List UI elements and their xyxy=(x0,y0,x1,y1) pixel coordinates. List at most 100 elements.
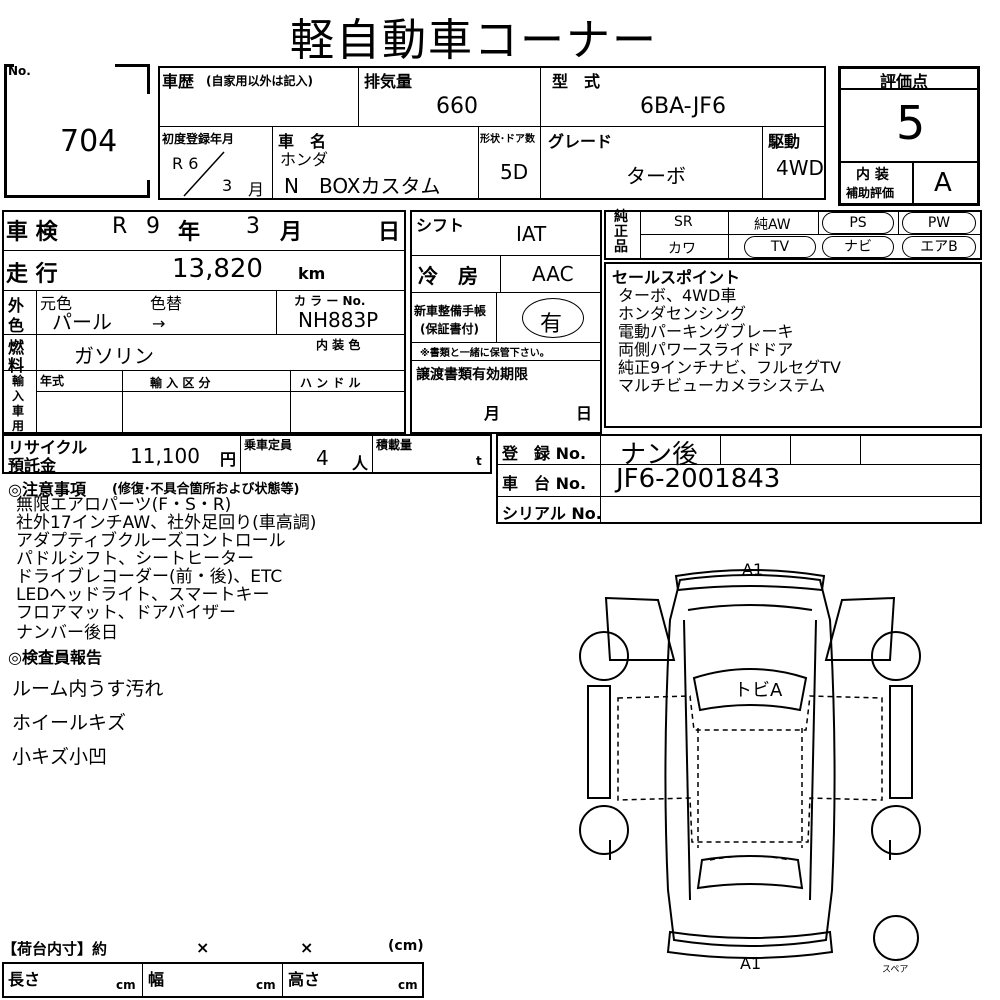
import-side-3: 車 xyxy=(12,404,25,418)
inspector-item: 小キズ小凹 xyxy=(12,746,108,768)
cargo-width-label: 幅 xyxy=(148,970,165,989)
capacity-unit: 人 xyxy=(352,454,369,473)
shift-value: IAT xyxy=(516,222,547,246)
sales-point: ターボ、4WD車 xyxy=(618,286,737,305)
first-reg-label: 初度登録年月 xyxy=(162,132,235,146)
inspection-mileage-grid xyxy=(2,210,406,434)
mileage-label: 走 行 xyxy=(6,262,58,287)
inspection-year: 9 xyxy=(146,214,160,239)
right-front-door xyxy=(824,596,896,661)
car-condition-diagram xyxy=(579,569,921,961)
right-front-tire xyxy=(871,631,921,681)
inspection-month-unit: 月 xyxy=(280,220,303,245)
note-item: LEDヘッドライト、スマートキー xyxy=(16,585,270,605)
drive-label: 駆動 xyxy=(768,132,801,151)
color-change-label: 色替 xyxy=(150,294,183,313)
docs-expiry-label: 譲渡書類有効期限 xyxy=(416,367,528,383)
displacement-label: 排気量 xyxy=(364,72,413,91)
page-title: 軽自動車コーナー xyxy=(290,15,658,66)
car-name-label: 車 名 xyxy=(278,132,327,151)
equip-pw-pill: PW xyxy=(902,212,976,234)
cargo-width-cm: cm xyxy=(256,978,276,992)
sales-point: 電動パーキングブレーキ xyxy=(618,322,794,341)
cargo-x1: × xyxy=(196,938,210,957)
right-rear-tire xyxy=(871,805,921,855)
inspection-era: R xyxy=(112,214,128,239)
first-reg-slash xyxy=(183,151,225,197)
interior-score-label-2: 補助評価 xyxy=(846,186,895,200)
history-label: 車歴 xyxy=(162,72,195,91)
history-note: (自家用以外は記入) xyxy=(206,74,313,88)
color-code-label: カ ラ ー No. xyxy=(294,294,366,308)
import-year-label: 年式 xyxy=(40,374,65,388)
equipment-label: 純正品 xyxy=(614,209,628,255)
equip-sr: SR xyxy=(674,214,693,230)
car-maker: ホンダ xyxy=(280,150,329,169)
inspection-label: 車 検 xyxy=(6,220,58,245)
sales-point: マルチビューカメラシステム xyxy=(618,376,826,395)
sales-point: ホンダセンシング xyxy=(618,304,747,323)
left-rear-tire xyxy=(579,805,629,855)
import-side-2: 入 xyxy=(12,389,25,403)
left-front-tire xyxy=(579,631,629,681)
sales-points-label: セールスポイント xyxy=(612,268,741,287)
displacement-value: 660 xyxy=(436,94,478,119)
diagram-rear-mark: A1 xyxy=(740,954,762,973)
left-front-door xyxy=(604,596,676,661)
registration-label: 登 録 No. xyxy=(502,444,587,463)
note-item: ドライブレコーダー(前・後)、ETC xyxy=(16,567,283,587)
aircon-label: 冷 房 xyxy=(418,264,478,288)
grade-score-value: 5 xyxy=(896,96,926,150)
fuel-side-1: 燃 xyxy=(8,338,25,357)
lot-no-label: No. xyxy=(8,64,31,78)
sales-points-box xyxy=(604,262,982,428)
body-doors-value: 5D xyxy=(500,160,529,184)
inspection-year-unit: 年 xyxy=(178,220,201,245)
color-code-value: NH883P xyxy=(298,308,379,332)
trim-grade-label: グレード xyxy=(548,132,613,151)
capacity-label: 乗車定員 xyxy=(244,438,293,452)
chassis-label: 車 台 No. xyxy=(502,474,587,493)
note-item: パドルシフト、シートヒーター xyxy=(16,549,255,569)
front-bumper xyxy=(674,569,826,592)
diagram-front-mark: A1 xyxy=(742,560,764,579)
rear-bumper xyxy=(666,930,834,959)
interior-score-label-1: 内 装 xyxy=(856,167,889,183)
equipment-grid xyxy=(604,210,982,260)
recycle-label-2: 預託金 xyxy=(8,456,57,475)
aircon-value: AAC xyxy=(532,262,574,286)
notes-label: ◎注意事項 xyxy=(8,480,86,499)
color-side-2: 色 xyxy=(8,316,25,335)
warranty-circle xyxy=(522,298,584,338)
docs-expiry-day: 日 xyxy=(576,404,593,423)
fuel-value: ガソリン xyxy=(74,344,154,368)
interior-score-value: A xyxy=(934,168,952,198)
fuel-side-2: 料 xyxy=(8,356,25,375)
cargo-length-label: 長さ xyxy=(8,970,41,989)
shift-label: シフト xyxy=(416,216,465,235)
spare-tire xyxy=(873,915,919,961)
import-side-4: 用 xyxy=(12,419,25,433)
cargo-label: 【荷台内寸】約 xyxy=(2,940,108,958)
inspector-item: ホイールキズ xyxy=(12,712,127,734)
car-name-value: N BOXカスタム xyxy=(284,174,441,198)
capacity-value: 4 xyxy=(316,446,329,470)
windshield xyxy=(692,668,808,712)
trim-grade-value: ターボ xyxy=(626,164,686,188)
recycle-unit: 円 xyxy=(220,450,237,469)
equip-leather: カワ xyxy=(668,241,696,257)
sales-point: 純正9インチナビ、フルセグTV xyxy=(618,358,841,377)
original-color-value: パール xyxy=(52,310,112,334)
equip-ps-pill: PS xyxy=(822,212,894,234)
cargo-height-label: 高さ xyxy=(288,970,321,989)
note-item: フロアマット、ドアバイザー xyxy=(16,603,236,623)
recycle-label-1: リサイクル xyxy=(8,438,88,457)
cabin-dashed-outline xyxy=(617,695,883,843)
docs-expiry-month: 月 xyxy=(484,404,501,423)
mileage-value: 13,820 xyxy=(172,254,263,284)
drive-value: 4WD xyxy=(776,156,824,180)
warranty-label-2: (保証書付) xyxy=(420,322,479,336)
inspector-label: ◎検査員報告 xyxy=(8,648,102,667)
spare-label: スペア xyxy=(882,965,909,975)
shift-aircon-grid xyxy=(410,210,602,434)
